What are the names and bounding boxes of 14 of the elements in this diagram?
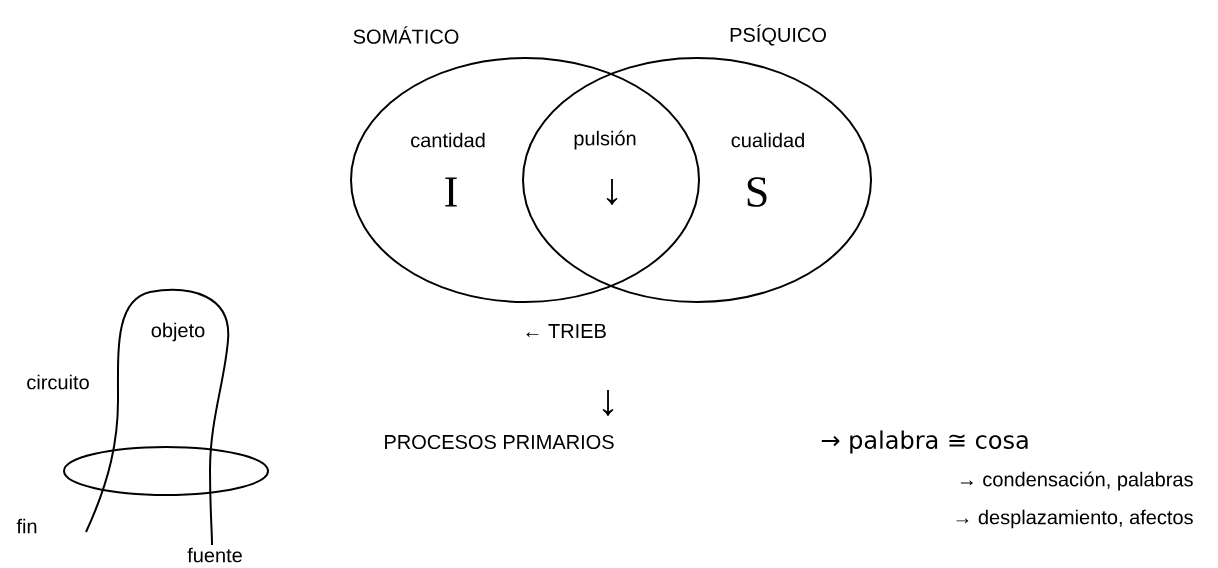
node-label: SOMÁTICO xyxy=(353,26,459,44)
text-label: circuito xyxy=(27,374,89,390)
text-label: → palabra ≅ cosa xyxy=(821,430,1028,454)
text-label: fuente xyxy=(187,547,242,563)
text-label: → condensación, palabras xyxy=(960,471,1193,491)
text-label: ← TRIEB xyxy=(526,324,606,338)
text-label: → desplazamiento, afectos xyxy=(956,509,1193,529)
arrow-symbol: ↓ xyxy=(606,178,618,206)
text-label: PROCESOS PRIMARIOS xyxy=(385,434,614,450)
intersection-label: pulsión xyxy=(574,130,636,150)
text-label: fin xyxy=(16,518,37,534)
text-label: objeto xyxy=(151,322,205,342)
node-label: PSÍQUICO xyxy=(730,24,826,46)
arrow-symbol: ↓ xyxy=(602,389,614,417)
